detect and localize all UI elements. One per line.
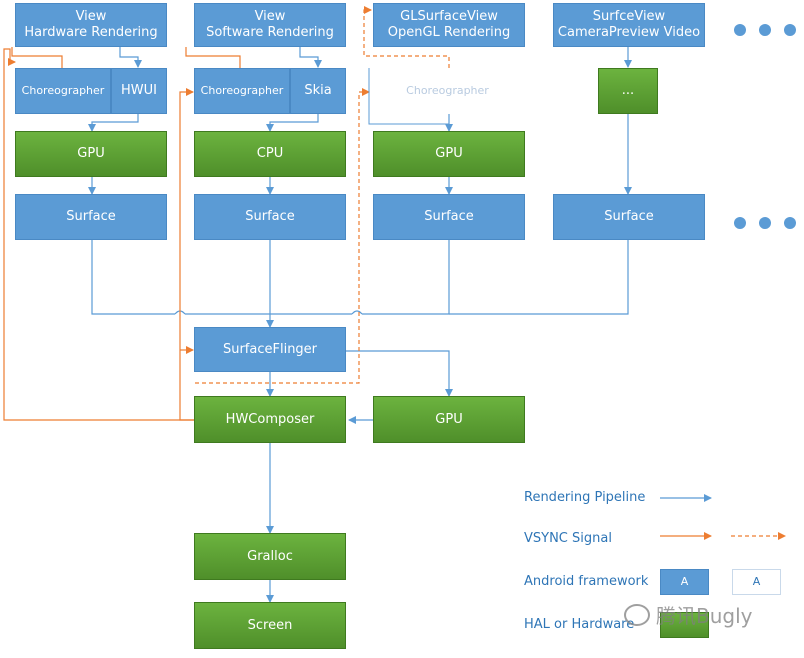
more-dot — [734, 217, 746, 229]
surface-camera: Surface — [553, 194, 705, 240]
gl-outline-line — [368, 68, 449, 125]
wechat-icon — [624, 603, 650, 626]
pipeline-lines — [88, 47, 712, 603]
legend-android-framework: Android framework — [524, 574, 649, 589]
screen-box: Screen — [194, 602, 346, 649]
glsurfaceview-opengl-rendering: GLSurfaceView OpenGL Rendering — [373, 3, 525, 47]
surface-opengl: Surface — [373, 194, 525, 240]
watermark-text: 腾讯Bugly — [656, 604, 753, 628]
legend-hardware-box — [660, 612, 709, 638]
legend-framework-box-outline: A — [732, 569, 781, 595]
vsync-dashed-lines — [195, 6, 786, 540]
vsync-lines — [3, 47, 712, 540]
choreographer-software: Choreographer — [194, 68, 290, 114]
legend-rendering-pipeline: Rendering Pipeline — [524, 490, 646, 505]
more-dot — [734, 24, 746, 36]
gpu-hardware-path: GPU — [15, 131, 167, 177]
choreographer-hardware: Choreographer — [15, 68, 111, 114]
legend-framework-box-filled: A — [660, 569, 709, 595]
hwui-box: HWUI — [111, 68, 167, 114]
surface-software: Surface — [194, 194, 346, 240]
gralloc-box: Gralloc — [194, 533, 346, 580]
legend-hal-or-hardware: HAL or Hardware — [524, 617, 635, 632]
choreographer-opengl: Choreographer — [370, 68, 525, 114]
more-dot — [784, 217, 796, 229]
more-dot — [759, 24, 771, 36]
more-dot — [759, 217, 771, 229]
gpu-opengl-path: GPU — [373, 131, 525, 177]
legend-vsync-signal: VSYNC Signal — [524, 531, 612, 546]
surfaceflinger-box: SurfaceFlinger — [194, 327, 346, 372]
watermark: 腾讯Bugly — [624, 600, 752, 629]
cpu-software-path: CPU — [194, 131, 346, 177]
surface-hardware: Surface — [15, 194, 167, 240]
camera-ellipsis-box: ... — [598, 68, 658, 114]
hwcomposer-box: HWComposer — [194, 396, 346, 443]
more-dot — [784, 24, 796, 36]
gpu-composition-box: GPU — [373, 396, 525, 443]
view-hardware-rendering: View Hardware Rendering — [15, 3, 167, 47]
surfaceview-camera-preview-video: SurfceView CameraPreview Video — [553, 3, 705, 47]
skia-box: Skia — [290, 68, 346, 114]
view-software-rendering: View Software Rendering — [194, 3, 346, 47]
